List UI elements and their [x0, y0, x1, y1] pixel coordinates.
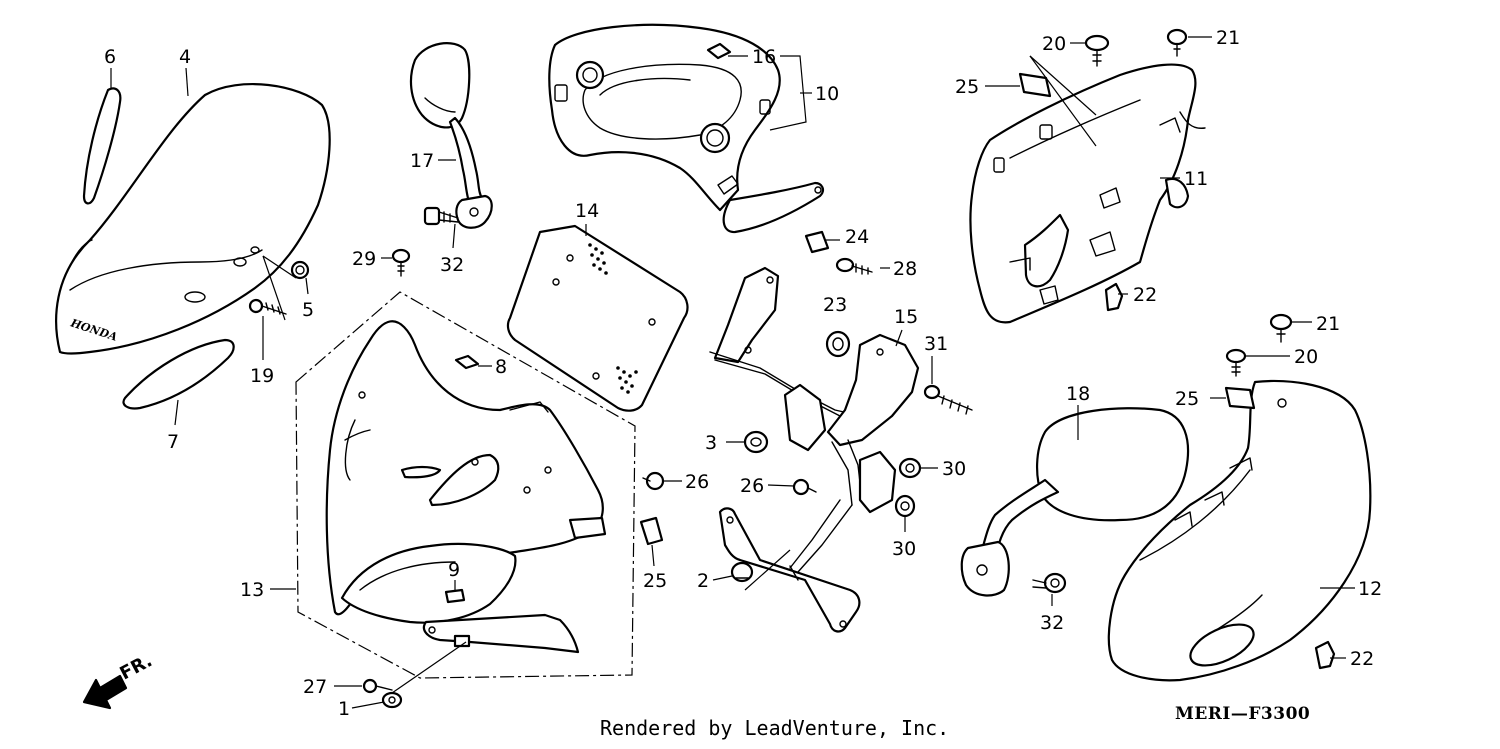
callout-32b[interactable]: 32 [1040, 612, 1064, 634]
clip-16[interactable] [706, 42, 732, 60]
callout-10[interactable]: 10 [815, 83, 839, 105]
callout-19[interactable]: 19 [250, 365, 274, 387]
callout-2[interactable]: 2 [697, 570, 709, 592]
callout-31[interactable]: 31 [924, 333, 948, 355]
callout-6[interactable]: 6 [104, 46, 116, 68]
diagram-code: MERI—F3300 [1175, 704, 1311, 724]
clip-22-lower[interactable] [1314, 640, 1336, 670]
callout-3[interactable]: 3 [705, 432, 717, 454]
leader-lines [110, 36, 1355, 709]
callout-22a[interactable]: 22 [1133, 284, 1157, 306]
callout-1[interactable]: 1 [338, 698, 350, 720]
rubber-3[interactable] [743, 430, 769, 454]
callout-9[interactable]: 9 [448, 559, 460, 581]
clip-24[interactable] [804, 230, 830, 254]
nut-25-lower[interactable] [639, 516, 664, 546]
panel-14[interactable] [506, 224, 689, 412]
vent-dots-lower [616, 366, 638, 394]
nut-25-right[interactable] [1224, 386, 1256, 410]
front-direction-arrow: FR. [82, 650, 156, 710]
callout-24[interactable]: 24 [845, 226, 869, 248]
clip-22-upper[interactable] [1104, 282, 1124, 312]
callout-22b[interactable]: 22 [1350, 648, 1374, 670]
callout-21b[interactable]: 21 [1316, 313, 1340, 335]
rubber-23[interactable] [825, 330, 851, 358]
trim-piece-6[interactable] [82, 87, 122, 205]
callout-14[interactable]: 14 [575, 200, 599, 222]
callout-17[interactable]: 17 [410, 150, 434, 172]
inner-cover-right[interactable] [969, 63, 1206, 324]
callout-12[interactable]: 12 [1358, 578, 1382, 600]
inner-cowl[interactable] [325, 320, 607, 654]
callout-29[interactable]: 29 [352, 248, 376, 270]
screw-21-upper[interactable] [1166, 28, 1188, 57]
side-cowl-right[interactable] [1107, 379, 1372, 682]
nut-25-upper[interactable] [1018, 72, 1052, 98]
screw-19[interactable] [248, 298, 287, 315]
render-credit: Rendered by LeadVenture, Inc. [600, 716, 950, 740]
stay-bracket[interactable] [709, 266, 920, 633]
callouts: 6 4 17 16 10 20 21 25 11 22 29 32 14 24 … [104, 27, 1382, 720]
callout-4[interactable]: 4 [179, 46, 191, 68]
clip-8[interactable] [454, 354, 480, 370]
callout-21a[interactable]: 21 [1216, 27, 1240, 49]
mirror-left[interactable] [409, 42, 493, 229]
callout-15[interactable]: 15 [894, 306, 918, 328]
callout-26a[interactable]: 26 [685, 471, 709, 493]
callout-26b[interactable]: 26 [740, 475, 764, 497]
callout-30a[interactable]: 30 [942, 458, 966, 480]
callout-20a[interactable]: 20 [1042, 33, 1066, 55]
callout-27[interactable]: 27 [303, 676, 327, 698]
nut-30-lower[interactable] [894, 494, 916, 518]
callout-11[interactable]: 11 [1184, 168, 1208, 190]
callout-23[interactable]: 23 [823, 294, 847, 316]
callout-25a[interactable]: 25 [955, 76, 979, 98]
screw-27[interactable] [362, 678, 393, 694]
callout-16[interactable]: 16 [752, 46, 776, 68]
nut-30-upper[interactable] [898, 457, 922, 479]
callout-25b[interactable]: 25 [1175, 388, 1199, 410]
callout-13[interactable]: 13 [240, 579, 264, 601]
callout-7[interactable]: 7 [167, 431, 179, 453]
screw-29[interactable] [391, 248, 411, 277]
screw-20-lower[interactable] [1225, 348, 1247, 377]
trim-piece-7[interactable] [122, 338, 235, 410]
bolt-32-left[interactable] [423, 206, 459, 226]
callout-8[interactable]: 8 [495, 356, 507, 378]
mirror-right[interactable] [960, 407, 1190, 597]
bolt-32-right[interactable] [1032, 572, 1067, 594]
group-outline-13 [295, 291, 636, 679]
callout-28[interactable]: 28 [893, 258, 917, 280]
bolt-28[interactable] [835, 257, 873, 275]
bolt-31[interactable] [923, 384, 973, 415]
callout-32a[interactable]: 32 [440, 254, 464, 276]
screw-5[interactable] [290, 260, 310, 280]
vent-dots-upper [588, 243, 608, 275]
callout-5[interactable]: 5 [302, 299, 314, 321]
clip-26-right[interactable] [792, 478, 817, 496]
clip-9[interactable] [444, 588, 466, 604]
clip-26-left[interactable] [642, 471, 665, 491]
screw-21-lower[interactable] [1269, 313, 1293, 343]
meter-cover[interactable] [548, 23, 824, 234]
callout-30b[interactable]: 30 [892, 538, 916, 560]
screw-20-upper[interactable] [1084, 34, 1110, 67]
callout-25c[interactable]: 25 [643, 570, 667, 592]
windscreen[interactable]: HONDA [55, 83, 331, 355]
callout-20b[interactable]: 20 [1294, 346, 1318, 368]
grommet-1[interactable] [381, 691, 403, 709]
grommet-2[interactable] [730, 561, 754, 583]
callout-18[interactable]: 18 [1066, 383, 1090, 405]
